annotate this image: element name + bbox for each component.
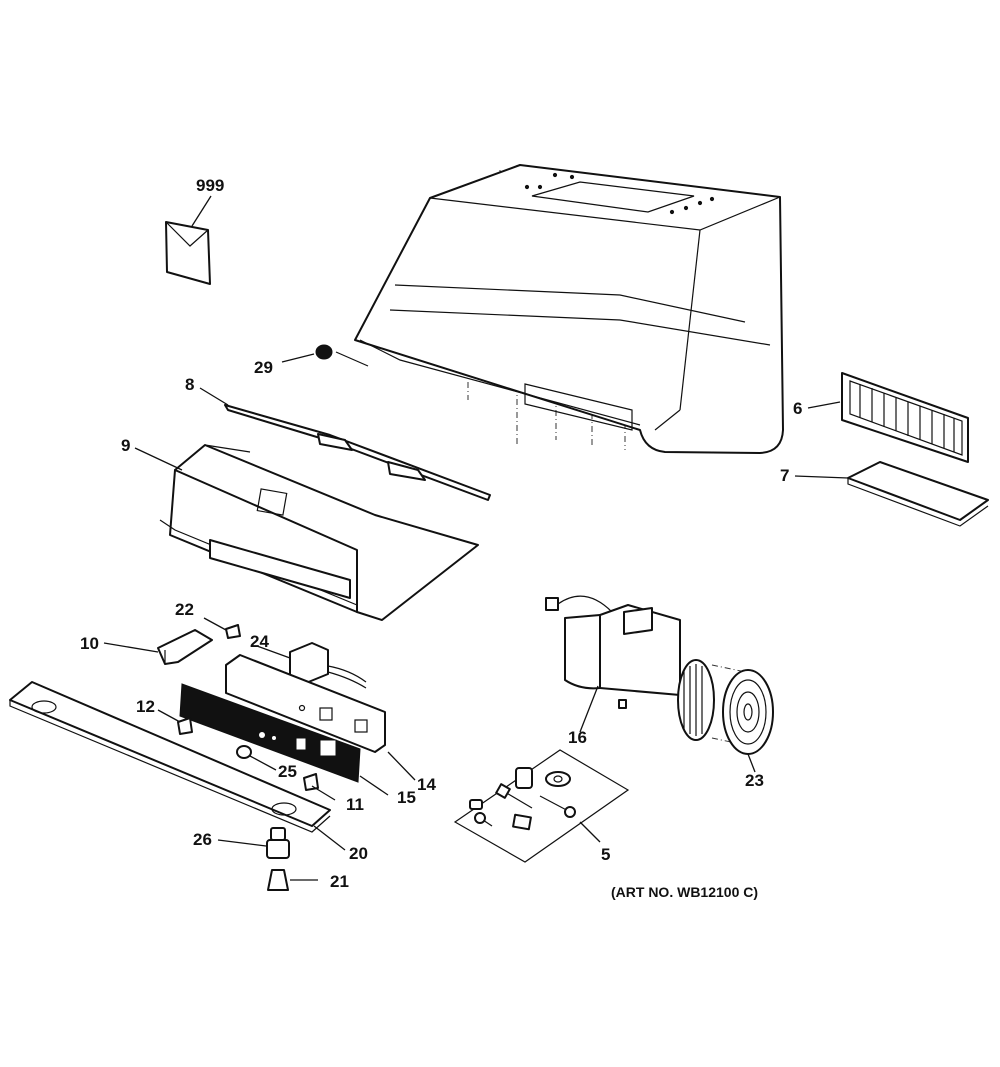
callout-11: 11 xyxy=(346,795,364,814)
part-14-control-bracket xyxy=(225,654,386,753)
callout-24: 24 xyxy=(250,632,269,651)
callout-21: 21 xyxy=(330,872,349,891)
part-12-switch xyxy=(177,717,193,735)
callout-6: 6 xyxy=(793,399,802,418)
callout-labels: 999 29 8 9 6 7 22 10 24 12 25 11 15 14 2… xyxy=(80,176,802,891)
part-5-hardware-kit xyxy=(453,749,630,863)
callout-22: 22 xyxy=(175,600,194,619)
callout-14: 14 xyxy=(417,775,436,794)
part-26-socket xyxy=(266,827,290,859)
part-6-filter xyxy=(841,372,969,463)
part-20-trim-rail xyxy=(9,681,331,833)
part-9-bottom-pan xyxy=(159,444,479,621)
callout-999: 999 xyxy=(196,176,224,195)
callout-7: 7 xyxy=(780,466,789,485)
callout-15: 15 xyxy=(397,788,416,807)
part-7-tray xyxy=(847,461,989,527)
part-8-support xyxy=(224,404,491,501)
callout-20: 20 xyxy=(349,844,368,863)
part-29-plug xyxy=(315,344,369,367)
callout-16: 16 xyxy=(568,728,587,747)
callout-10: 10 xyxy=(80,634,99,653)
part-15-control-panel xyxy=(179,683,361,783)
callout-12: 12 xyxy=(136,697,155,716)
callout-5: 5 xyxy=(601,845,610,864)
part-25-knob xyxy=(236,745,252,759)
callout-26: 26 xyxy=(193,830,212,849)
hood-body xyxy=(354,164,784,454)
callout-8: 8 xyxy=(185,375,194,394)
part-16-blower xyxy=(545,595,715,741)
part-999-envelope xyxy=(165,221,211,285)
part-21-bulb xyxy=(267,869,289,891)
art-number-label: (ART NO. WB12100 C) xyxy=(611,884,758,900)
part-10-bracket xyxy=(157,629,213,665)
callout-23: 23 xyxy=(745,771,764,790)
callout-25: 25 xyxy=(278,762,297,781)
callout-9: 9 xyxy=(121,436,130,455)
leader-lines xyxy=(103,195,849,881)
part-22-clip xyxy=(225,624,241,639)
callout-29: 29 xyxy=(254,358,273,377)
part-23-fan-guard xyxy=(711,664,774,755)
part-11-switch xyxy=(303,773,319,791)
